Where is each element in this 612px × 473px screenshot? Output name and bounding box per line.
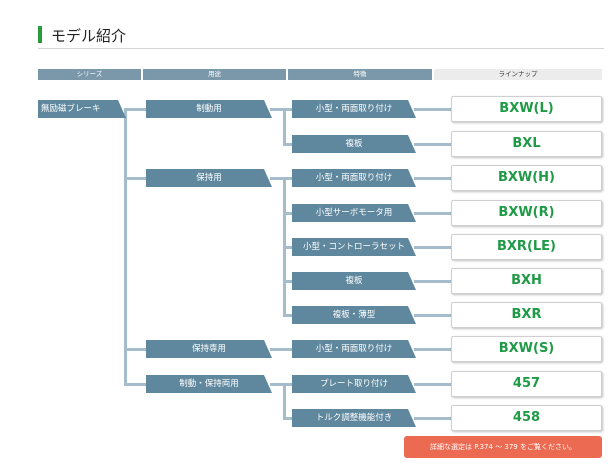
- model-card[interactable]: BXL: [451, 131, 602, 157]
- connector-line: [283, 280, 294, 283]
- column-header-lineup: ラインナップ: [434, 69, 602, 80]
- model-name: BXR: [511, 307, 542, 322]
- connector-line: [414, 212, 451, 215]
- feature-box: 小型・両面取り付け: [292, 100, 416, 118]
- feature-box: 小型・コントローラセット: [292, 238, 416, 256]
- model-name: BXW(S): [498, 341, 555, 356]
- connector-line: [124, 383, 148, 386]
- connector-line: [124, 177, 148, 180]
- use-box: 保持用: [146, 169, 272, 187]
- selection-reference-note[interactable]: 詳細な選定は P.374 ～ 379 をご覧ください。: [404, 436, 602, 458]
- model-card[interactable]: BXH: [451, 268, 602, 294]
- model-name: BXR(LE): [497, 239, 556, 254]
- model-name: BXW(H): [497, 170, 556, 185]
- section-header: モデル紹介: [38, 22, 604, 49]
- model-name: BXH: [511, 273, 542, 288]
- connector-line: [283, 246, 294, 249]
- connector-line: [414, 108, 451, 111]
- model-card[interactable]: BXW(H): [451, 165, 602, 191]
- feature-box: 小型サーボモータ用: [292, 204, 416, 222]
- model-card[interactable]: 457: [451, 371, 602, 397]
- connector-line: [270, 348, 294, 351]
- model-name: BXW(L): [499, 101, 554, 116]
- feature-box: プレート取り付け: [292, 375, 416, 393]
- connector-line: [414, 177, 451, 180]
- connector-line: [414, 280, 451, 283]
- connector-line: [124, 108, 127, 386]
- feature-box: 複板: [292, 272, 416, 290]
- use-box: 制動・保持両用: [146, 375, 272, 393]
- title-accent-bar: [38, 26, 42, 43]
- use-box: 制動用: [146, 100, 272, 118]
- page-title: モデル紹介: [51, 27, 127, 45]
- series-box: 無励磁ブレーキ: [38, 100, 126, 118]
- use-box: 保持専用: [146, 340, 272, 358]
- model-name: 457: [512, 376, 541, 391]
- model-card[interactable]: BXW(R): [451, 200, 602, 226]
- feature-box: 複板・薄型: [292, 306, 416, 324]
- column-header-feature: 特徴: [288, 69, 432, 80]
- feature-box: 小型・両面取り付け: [292, 169, 416, 187]
- model-card[interactable]: BXR(LE): [451, 234, 602, 260]
- connector-line: [283, 314, 294, 317]
- column-header-series: シリーズ: [38, 69, 141, 80]
- connector-line: [283, 143, 294, 146]
- model-card[interactable]: BXW(S): [451, 336, 602, 362]
- connector-line: [283, 108, 286, 146]
- model-name: BXW(R): [498, 205, 555, 220]
- connector-line: [414, 246, 451, 249]
- feature-box: トルク調整機能付き: [292, 409, 416, 427]
- feature-box: 複板: [292, 135, 416, 153]
- model-card[interactable]: BXW(L): [451, 96, 602, 122]
- model-card[interactable]: BXR: [451, 302, 602, 328]
- connector-line: [124, 108, 148, 111]
- connector-line: [414, 383, 451, 386]
- connector-line: [414, 314, 451, 317]
- connector-line: [414, 417, 451, 420]
- connector-line: [270, 108, 294, 111]
- connector-line: [414, 348, 451, 351]
- connector-line: [270, 383, 294, 386]
- model-card[interactable]: 458: [451, 405, 602, 431]
- connector-line: [124, 348, 148, 351]
- connector-line: [270, 177, 294, 180]
- column-header-use: 用途: [143, 69, 286, 80]
- connector-line: [414, 143, 451, 146]
- feature-box: 小型・両面取り付け: [292, 340, 416, 358]
- connector-line: [283, 212, 294, 215]
- model-name: BXL: [512, 136, 541, 151]
- connector-line: [283, 417, 294, 420]
- connector-line: [283, 383, 286, 420]
- model-name: 458: [512, 410, 541, 425]
